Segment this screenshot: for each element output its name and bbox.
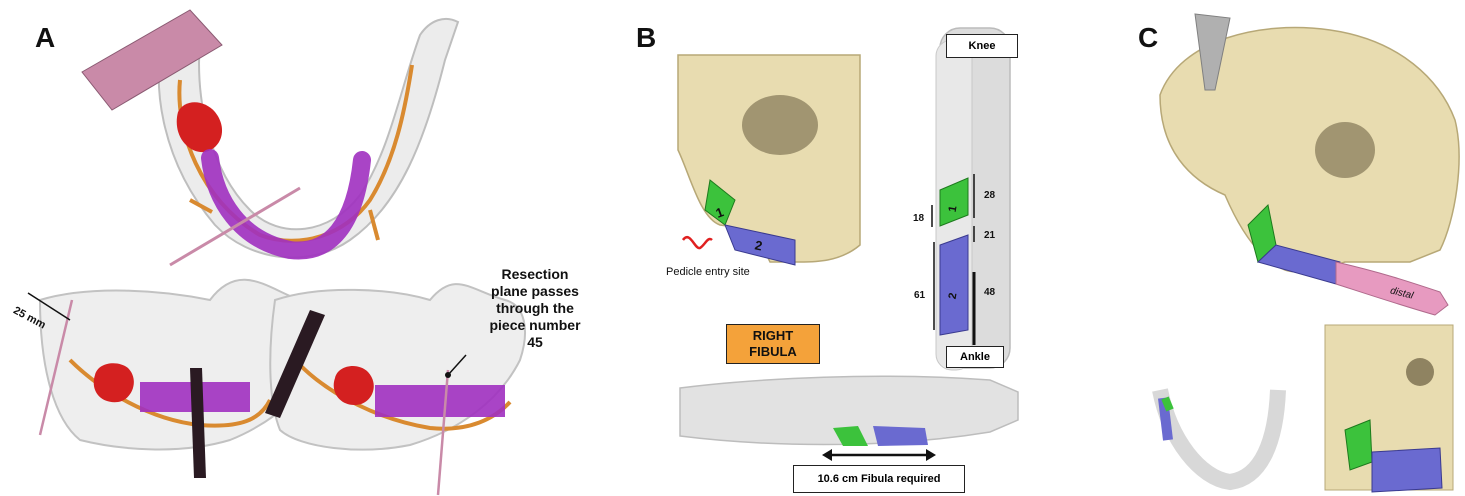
panel-c-mandible-small <box>1160 390 1278 482</box>
ankle-label: Ankle <box>946 346 1004 368</box>
resection-note-line-4: piece number <box>475 317 595 334</box>
panel-b-fibula <box>680 376 1018 461</box>
panel-a-letter: A <box>35 22 55 54</box>
resection-note-line-2: plane passes <box>475 283 595 300</box>
measure-21: 21 <box>984 230 995 241</box>
panel-c-letter: C <box>1138 22 1158 54</box>
measure-61: 61 <box>914 290 925 301</box>
panel-b-leg <box>932 28 1010 370</box>
pedicle-label: Pedicle entry site <box>666 266 750 278</box>
panel-c-skull-lateral <box>1325 325 1453 492</box>
right-fibula-label: RIGHT FIBULA <box>726 324 820 364</box>
panel-c-skull <box>1160 14 1459 315</box>
resection-note: Resection plane passes through the piece… <box>475 266 595 351</box>
resection-note-line-1: Resection <box>475 266 595 283</box>
right-fibula-line-2: FIBULA <box>749 344 797 360</box>
panel-a-top-mandible <box>82 10 458 265</box>
measure-18: 18 <box>913 213 924 224</box>
resection-note-line-5: 45 <box>475 334 595 351</box>
panel-b-skull <box>678 55 860 265</box>
fibula-required-label: 10.6 cm Fibula required <box>793 465 965 493</box>
measure-28: 28 <box>984 190 995 201</box>
resection-note-line-3: through the <box>475 300 595 317</box>
knee-label: Knee <box>946 34 1018 58</box>
measure-48: 48 <box>984 287 995 298</box>
panel-b-letter: B <box>636 22 656 54</box>
right-fibula-line-1: RIGHT <box>753 328 793 344</box>
